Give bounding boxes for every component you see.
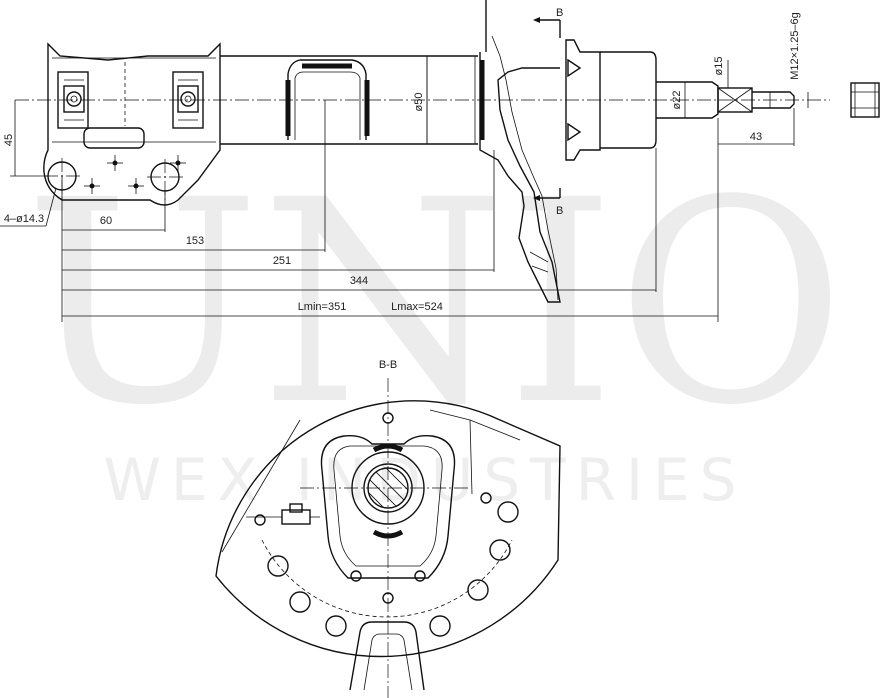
bottom-tab bbox=[349, 621, 425, 691]
side-view: B B bbox=[0, 0, 880, 322]
bolt-clamp-right bbox=[172, 71, 204, 129]
watermark-brand: UNIO bbox=[24, 141, 845, 467]
bracket-slot bbox=[83, 127, 145, 149]
dim-thread: M12×1.25–6g bbox=[789, 12, 801, 80]
section-marker-top: B bbox=[533, 7, 563, 38]
section-marker-bottom: B bbox=[533, 188, 563, 217]
bolt-circle bbox=[261, 539, 513, 618]
dim-rod-end: 4–ø14.3 bbox=[4, 213, 44, 225]
dim-rod-dia: ø22 bbox=[671, 91, 683, 110]
plate-holes bbox=[254, 412, 519, 637]
nut-icon bbox=[850, 82, 880, 118]
dim-344: 344 bbox=[350, 275, 368, 287]
inner-bracket bbox=[320, 434, 456, 579]
dim-60: 60 bbox=[100, 215, 112, 227]
sensor-clip bbox=[246, 503, 320, 525]
dim-153: 153 bbox=[186, 235, 204, 247]
spring-seat bbox=[285, 59, 370, 140]
section-label: B-B bbox=[379, 359, 397, 371]
outer-plate bbox=[215, 400, 561, 658]
svg-text:B: B bbox=[556, 7, 563, 19]
upper-seat-bracket bbox=[479, 0, 561, 303]
tube-section-outer bbox=[351, 451, 425, 525]
dimension-lines bbox=[0, 56, 809, 322]
dim-tube-dia: ø50 bbox=[413, 93, 425, 112]
svg-text:B: B bbox=[556, 205, 563, 217]
watermark-company: WEX INDUSTRIES bbox=[104, 446, 747, 514]
small-holes bbox=[84, 155, 186, 194]
dim-pin-dia: ø15 bbox=[713, 57, 725, 76]
dim-45: 45 bbox=[3, 134, 15, 146]
top-mount bbox=[565, 39, 795, 161]
tube-section-inner bbox=[363, 463, 413, 513]
dim-lmax: Lmax=524 bbox=[391, 301, 443, 313]
dim-43: 43 bbox=[750, 131, 762, 143]
dim-lmin: Lmin=351 bbox=[298, 301, 347, 313]
dim-251: 251 bbox=[273, 255, 291, 267]
bolt-clamp-left bbox=[57, 71, 89, 129]
